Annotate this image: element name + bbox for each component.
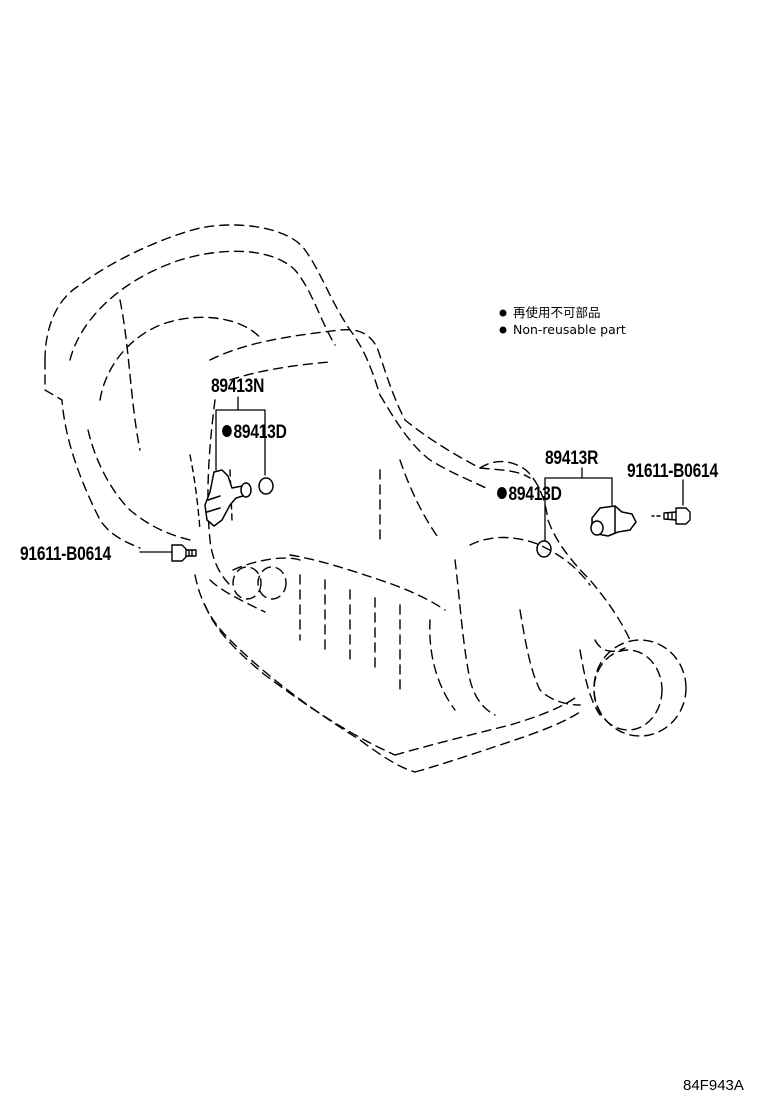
main-case-top — [209, 328, 531, 479]
o-ring-right — [536, 540, 552, 558]
label-bolt-right: 91611-B0614 — [627, 461, 718, 482]
label-oring-right-text: 89413D — [508, 484, 562, 505]
leader-lines-left — [139, 396, 266, 553]
legend-dot-2 — [499, 326, 507, 334]
leader-lines-right — [544, 467, 684, 541]
legend-dot-1 — [499, 309, 507, 317]
drawing-code: 84F943A — [683, 1077, 744, 1094]
o-ring-left — [258, 477, 274, 495]
speed-sensor-right — [590, 505, 637, 537]
bell-housing-inner — [69, 250, 336, 361]
non-reusable-dot-icon — [497, 487, 507, 499]
label-sensor-left: 89413N — [211, 376, 265, 397]
extension-housing — [479, 461, 631, 641]
bell-housing-outline — [44, 224, 381, 396]
oil-pan — [194, 574, 416, 773]
label-oring-left-text: 89413D — [233, 422, 287, 443]
label-bolt-left: 91611-B0614 — [20, 544, 111, 565]
bolt-right — [651, 507, 691, 525]
bell-housing-rim — [44, 359, 141, 549]
legend-english: Non-reusable part — [513, 322, 626, 337]
label-sensor-right: 89413R — [545, 448, 599, 469]
label-oring-right: 89413D — [497, 485, 562, 504]
bolt-left — [171, 544, 197, 562]
output-flange — [593, 639, 687, 737]
label-oring-left: 89413D — [222, 423, 287, 442]
speed-sensor-left — [204, 469, 252, 527]
non-reusable-dot-icon — [222, 425, 232, 437]
legend-japanese: 再使用不可部品 — [513, 305, 601, 320]
